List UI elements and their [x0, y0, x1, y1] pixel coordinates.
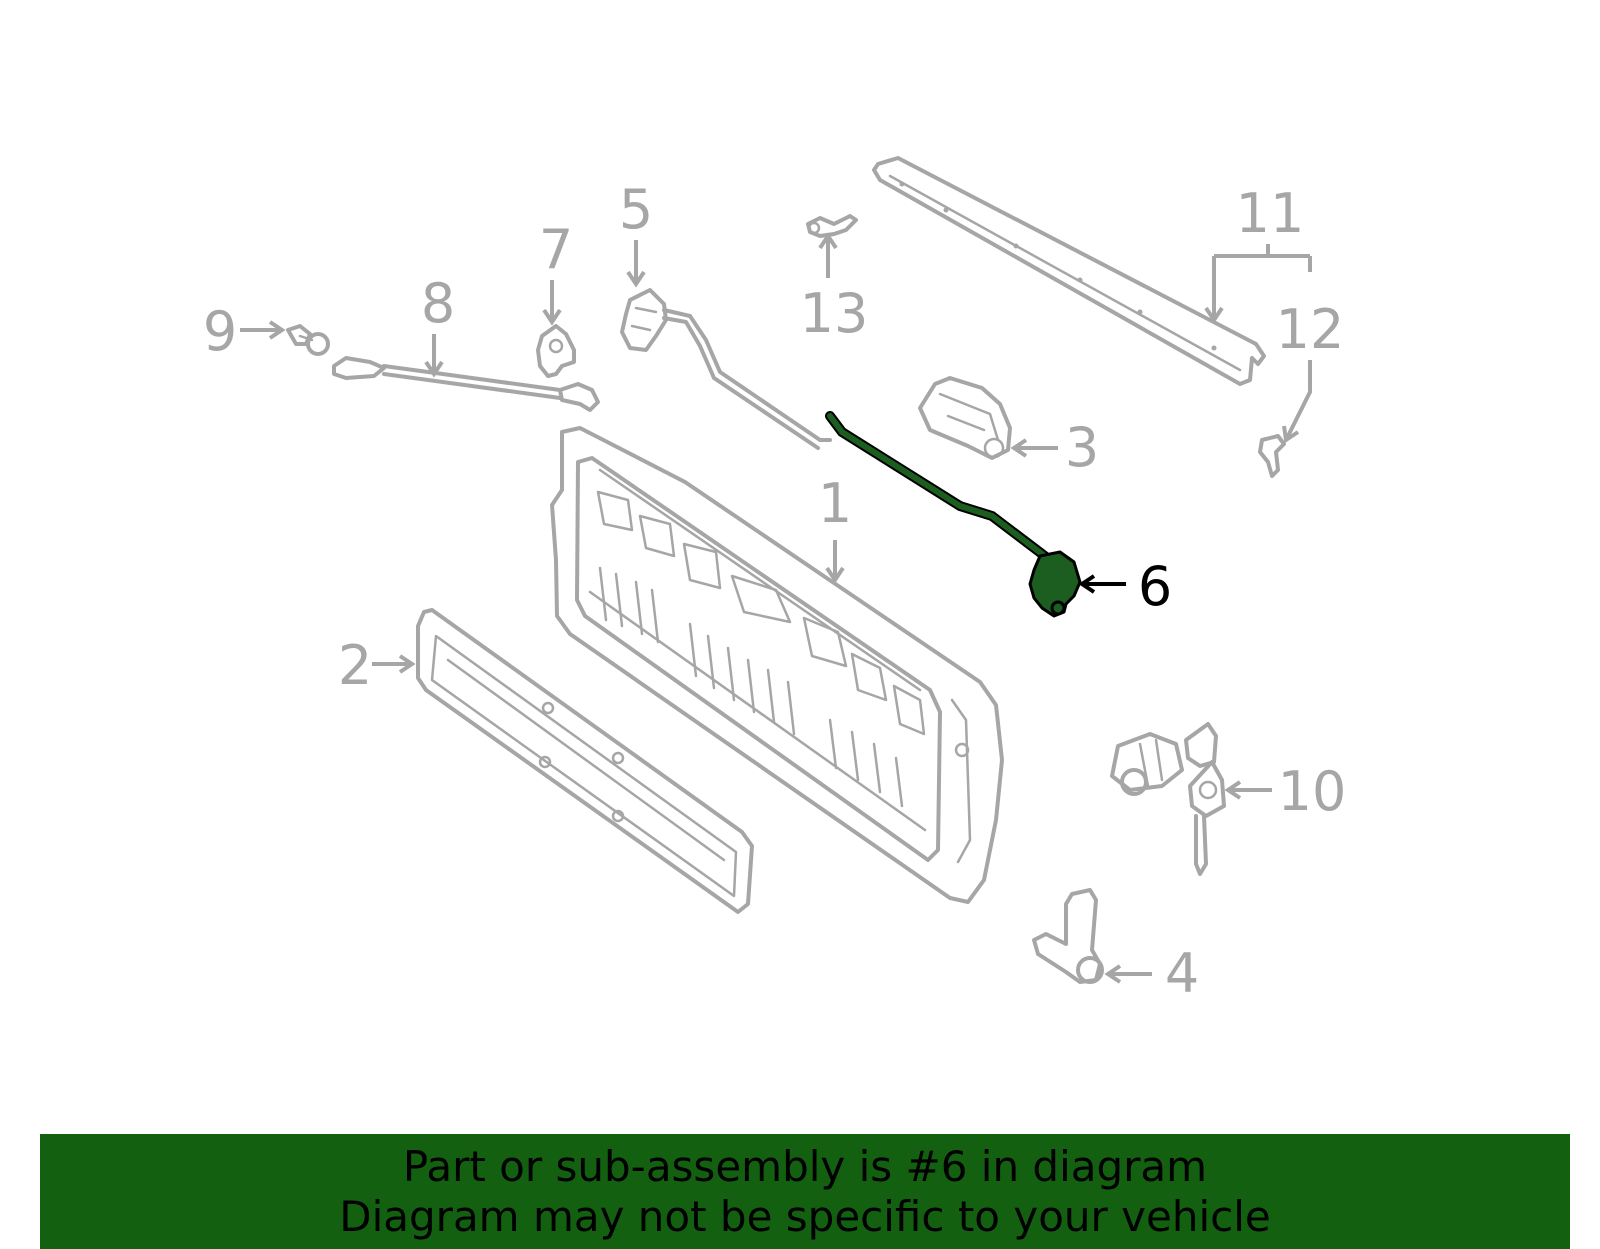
arrow-3	[1010, 438, 1058, 458]
notice-banner: Part or sub-assembly is #6 in diagram Di…	[40, 1134, 1570, 1249]
part-4-hinge	[1032, 888, 1104, 984]
arrow-1	[825, 540, 845, 584]
part-13-clip	[806, 214, 858, 238]
callout-3: 3	[1065, 416, 1099, 479]
callout-6: 6	[1138, 555, 1172, 618]
part-3-handle	[918, 376, 1012, 460]
part-10-lock-cylinder	[1110, 722, 1226, 876]
callout-13: 13	[800, 282, 869, 345]
part-8-cable	[332, 356, 600, 412]
callout-7: 7	[539, 218, 573, 281]
part-12-clip	[1258, 434, 1286, 478]
part-1-tailgate	[550, 426, 1004, 904]
part-9-bolt	[286, 324, 330, 356]
banner-line-2: Diagram may not be specific to your vehi…	[339, 1191, 1271, 1241]
part-7-striker	[536, 324, 576, 378]
callout-11: 11	[1236, 182, 1305, 245]
banner-line-1: Part or sub-assembly is #6 in diagram	[402, 1141, 1208, 1191]
callout-9: 9	[203, 300, 237, 363]
part-5-latch-rod	[620, 288, 832, 450]
arrow-9	[240, 320, 286, 340]
arrow-8	[424, 334, 444, 378]
part-2-trim-panel	[416, 608, 754, 914]
arrow-7	[542, 280, 562, 326]
callout-5: 5	[619, 178, 653, 241]
arrow-6	[1078, 574, 1126, 594]
callout-4: 4	[1165, 942, 1199, 1005]
callout-8: 8	[421, 272, 455, 335]
arrow-2	[372, 654, 416, 674]
callout-2: 2	[338, 634, 372, 697]
part-6-latch-rod-highlighted[interactable]	[825, 411, 1082, 618]
part-11-rail	[872, 156, 1266, 386]
arrow-13	[818, 232, 838, 278]
arrow-12	[1282, 360, 1312, 444]
arrow-10	[1224, 780, 1272, 800]
callout-10: 10	[1278, 760, 1347, 823]
arrow-4	[1104, 964, 1152, 984]
callout-1: 1	[818, 472, 852, 535]
callout-12: 12	[1276, 298, 1345, 361]
arrow-5	[626, 240, 646, 288]
arrow-11	[1204, 244, 1312, 324]
